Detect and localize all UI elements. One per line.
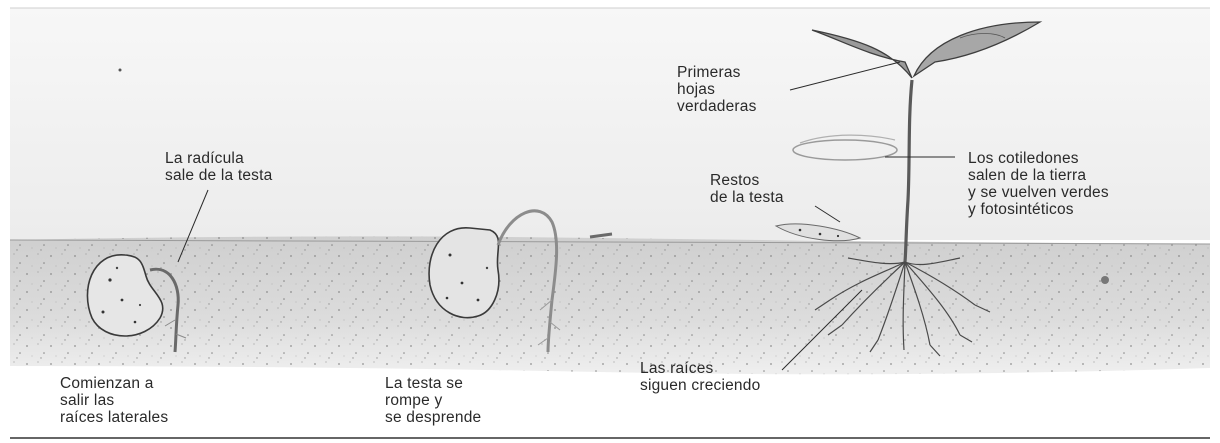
label-first-leaves: Primeras hojas verdaderas [677, 64, 757, 115]
label-testa-remains: Restos de la testa [710, 172, 784, 206]
label-testa-breaks: La testa se rompe y se desprende [385, 375, 481, 426]
label-cotyledons: Los cotiledones salen de la tierra y se … [968, 150, 1109, 218]
label-radicle: La radícula sale de la testa [165, 150, 272, 184]
label-lateral-roots: Comienzan a salir las raíces laterales [60, 375, 168, 426]
label-roots-grow: Las raíces siguen creciendo [640, 360, 760, 394]
